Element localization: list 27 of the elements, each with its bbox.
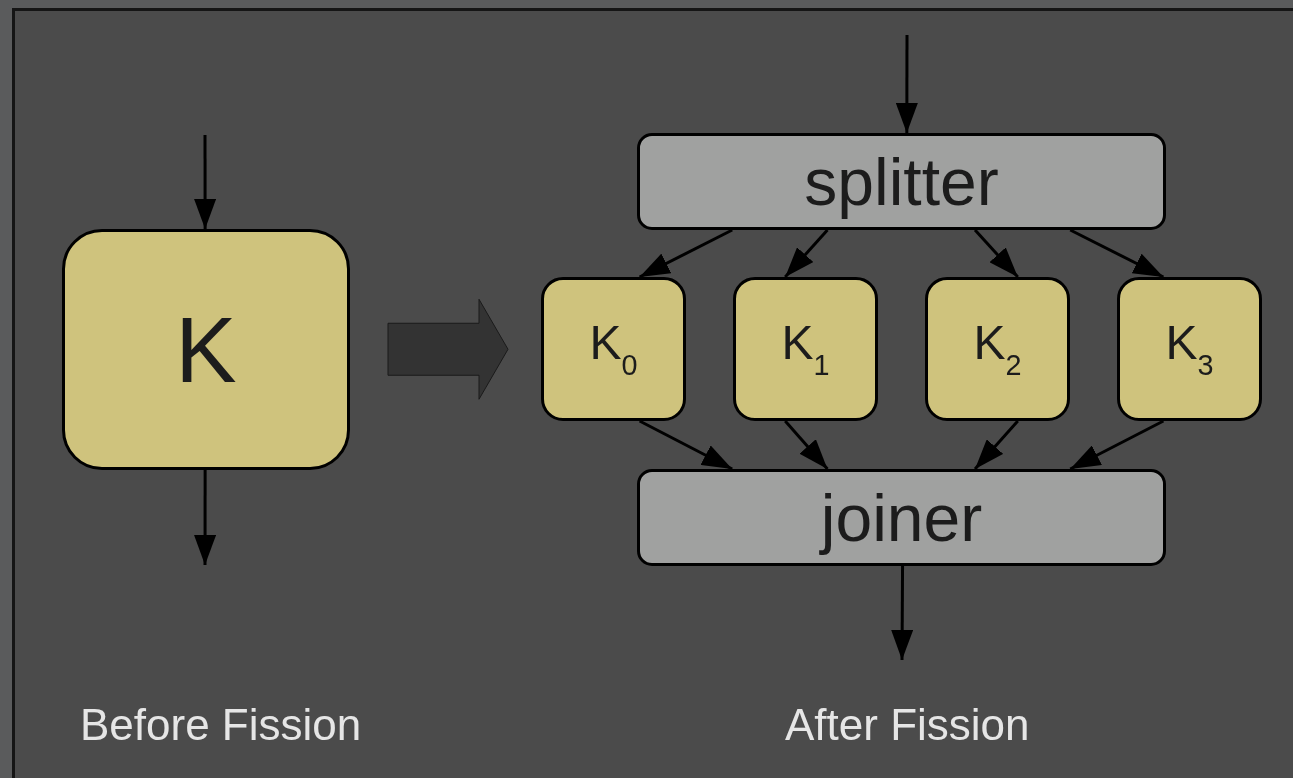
arrow xyxy=(1069,228,1165,279)
process-box xyxy=(637,469,1166,566)
arrow xyxy=(194,470,217,565)
arrow xyxy=(784,420,829,470)
arrow xyxy=(194,135,217,229)
arrow xyxy=(973,229,1019,278)
box-label: K$_{3}$ xyxy=(1165,318,1214,380)
process-box xyxy=(1117,277,1262,421)
section-caption: After Fission xyxy=(785,700,1030,750)
section-caption: Before Fission xyxy=(80,700,362,750)
process-box xyxy=(925,277,1070,421)
box-label: K$_{0}$ xyxy=(589,318,638,380)
box-label: K$_{1}$ xyxy=(781,318,830,380)
arrow xyxy=(1069,419,1165,471)
arrow xyxy=(638,228,733,279)
arrow xyxy=(895,35,918,133)
box-label: K$_{2}$ xyxy=(973,318,1022,380)
arrow xyxy=(891,566,914,660)
process-box xyxy=(62,229,350,470)
process-box xyxy=(637,133,1166,230)
block-arrow xyxy=(387,298,509,400)
process-box xyxy=(733,277,878,421)
box-label: K xyxy=(175,303,237,396)
arrow xyxy=(784,229,829,278)
arrow xyxy=(973,420,1019,470)
arrow xyxy=(638,419,733,471)
process-box xyxy=(541,277,686,421)
